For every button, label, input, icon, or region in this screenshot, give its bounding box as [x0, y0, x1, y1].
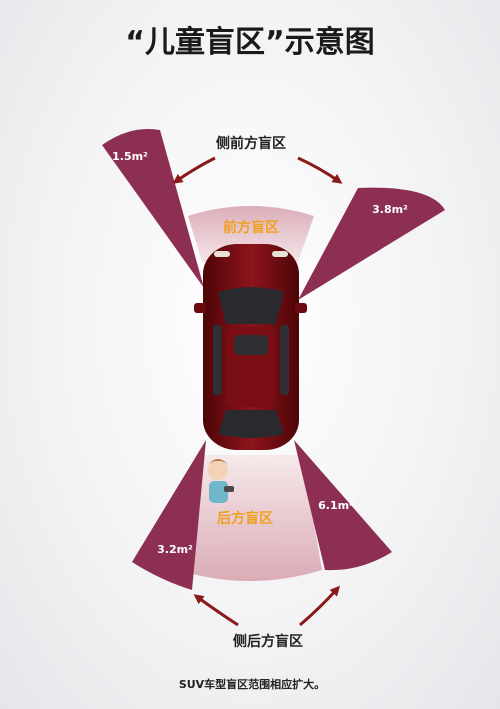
- page-title: “儿童盲区”示意图: [125, 25, 374, 60]
- side-rear-label: 侧后方盲区: [233, 633, 303, 650]
- car: [194, 244, 307, 450]
- area-front-left: 1.5m²: [112, 150, 148, 163]
- side-front-label: 侧前方盲区: [216, 135, 286, 152]
- arrow-left-front-icon: [172, 156, 216, 184]
- front-blind-zone: [188, 206, 314, 262]
- front-right-blind-zone: [298, 187, 445, 300]
- footnote: SUV车型盲区范围相应扩大。: [179, 677, 325, 691]
- rear-left-blind-zone: [132, 440, 206, 590]
- arrow-right-front-icon: [297, 156, 343, 184]
- arrow-right-rear-icon: [299, 585, 341, 627]
- front-zone-label: 前方盲区: [223, 219, 279, 236]
- rear-right-blind-zone: [294, 440, 392, 571]
- area-front-right: 3.8m²: [372, 203, 408, 216]
- area-rear-left: 3.2m²: [157, 543, 193, 556]
- front-left-blind-zone: [102, 129, 204, 288]
- child-figure: [207, 459, 234, 503]
- area-rear-right: 6.1m²: [318, 499, 354, 512]
- arrow-left-rear-icon: [193, 594, 239, 627]
- rear-zone-label: 后方盲区: [217, 510, 273, 527]
